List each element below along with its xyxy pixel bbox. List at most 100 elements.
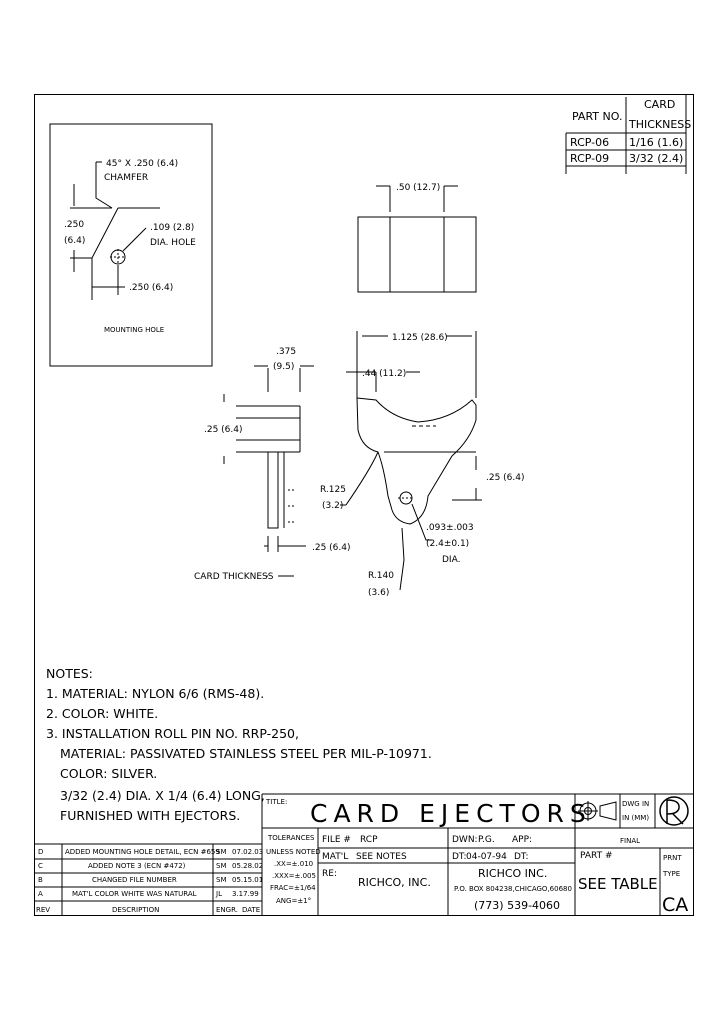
r140-label: R.140 xyxy=(368,571,394,581)
re-value: RICHCO, INC. xyxy=(358,876,431,889)
mounting-hole-caption: MOUNTING HOLE xyxy=(104,326,164,334)
hole-label-1: .109 (2.8) xyxy=(150,223,194,233)
company-address: P.O. BOX 804238,CHICAGO,60680 xyxy=(454,885,572,893)
company-name: RICHCO INC. xyxy=(478,867,547,880)
file-value: RCP xyxy=(360,835,378,845)
hole-label-2: DIA. HOLE xyxy=(150,238,196,248)
rev-row-1-date: 07.02.03 xyxy=(232,848,263,856)
rev-row-2-rev: C xyxy=(38,862,43,870)
part-row-2-thickness: 3/32 (2.4) xyxy=(629,152,683,165)
title-block-grid xyxy=(262,793,694,916)
part-table xyxy=(565,95,687,174)
r125-mm-label: (3.2) xyxy=(322,501,343,511)
drawing-sheet xyxy=(34,94,694,916)
rev-row-2-engr: SM xyxy=(216,862,226,870)
mh-height-in: .250 xyxy=(64,220,84,230)
card-thickness-label: CARD THICKNESS xyxy=(194,572,274,582)
mh-width-label: .250 (6.4) xyxy=(129,283,173,293)
dim-25-bottom: .25 (6.4) xyxy=(312,543,351,553)
dwn-label: DWN: xyxy=(452,835,478,845)
rev-row-1-rev: D xyxy=(38,848,43,856)
tolerance-line-3: .XX=±.010 xyxy=(274,860,313,868)
dt-label: DT: xyxy=(452,852,466,862)
tolerance-line-1: TOLERANCES xyxy=(267,834,315,842)
rev-row-4-engr: JL xyxy=(215,890,222,898)
note-line-7: FURNISHED WITH EJECTORS. xyxy=(60,808,240,823)
drawing-title: CARD EJECTORS xyxy=(310,799,592,828)
matl-value: SEE NOTES xyxy=(356,852,407,862)
side-view xyxy=(223,365,314,577)
print-type-label-2: TYPE xyxy=(662,870,680,878)
part-row-2-part: RCP-09 xyxy=(570,152,609,165)
company-phone: (773) 539-4060 xyxy=(474,899,560,912)
rev-row-1-desc: ADDED MOUNTING HOLE DETAIL, ECN #659 xyxy=(65,848,220,856)
mounting-hole-box xyxy=(49,123,213,367)
title-label: TITLE: xyxy=(265,798,287,806)
tolerance-line-5: FRAC=±1/64 xyxy=(270,884,316,892)
hole-dim-3: DIA. xyxy=(442,555,460,565)
part-row-1-thickness: 1/16 (1.6) xyxy=(629,136,683,149)
final-label: FINAL xyxy=(620,837,640,845)
projection-symbol-icon xyxy=(578,801,617,821)
mh-height-mm: (6.4) xyxy=(64,236,85,246)
rev-row-3-desc: CHANGED FILE NUMBER xyxy=(92,876,177,884)
rev-header-desc: DESCRIPTION xyxy=(112,906,159,914)
rev-row-3-date: 05.15.01 xyxy=(232,876,263,884)
dim-44-label: .44 (11.2) xyxy=(362,369,406,379)
hole-dim-1: .093±.003 xyxy=(426,523,474,533)
note-line-2: 2. COLOR: WHITE. xyxy=(46,706,158,721)
re-label: RE: xyxy=(322,869,337,879)
dwg-in-label-1: DWG IN xyxy=(622,800,649,808)
file-label: FILE # xyxy=(322,835,351,845)
tolerance-line-4: .XXX=±.005 xyxy=(272,872,316,880)
chamfer-label-1: 45° X .250 (6.4) xyxy=(106,159,178,169)
r125-label: R.125 xyxy=(320,485,346,495)
part-number-value: SEE TABLE xyxy=(578,875,658,893)
rev-header-date: DATE xyxy=(242,906,260,914)
rev-row-4-desc: MAT'L COLOR WHITE WAS NATURAL xyxy=(72,890,197,898)
rev-row-4-date: 3.17.99 xyxy=(232,890,259,898)
tolerance-line-6: ANG=±1° xyxy=(276,897,311,905)
part-no-header: PART NO. xyxy=(572,110,622,123)
revision-table xyxy=(34,794,263,916)
rev-row-2-desc: ADDED NOTE 3 (ECN #472) xyxy=(88,862,186,870)
thickness-header: THICKNESS xyxy=(628,118,691,131)
note-line-6: 3/32 (2.4) DIA. X 1/4 (6.4) LONG, xyxy=(60,788,265,803)
hole-dim-2: (2.4±0.1) xyxy=(426,539,469,549)
dwn-value: P.G. xyxy=(478,835,495,845)
rev-header-rev: REV xyxy=(36,906,50,914)
note-line-5: COLOR: SILVER. xyxy=(60,766,157,781)
richco-logo-icon xyxy=(659,796,689,826)
part-number-label: PART # xyxy=(580,851,613,861)
rev-row-4-rev: A xyxy=(38,890,43,898)
part-row-1-part: RCP-06 xyxy=(570,136,609,149)
front-view xyxy=(340,331,482,591)
dt-value: 04-07-94 xyxy=(466,852,507,862)
card-header: CARD xyxy=(644,98,675,111)
notes-heading: NOTES: xyxy=(46,666,93,681)
top-width-label: .50 (12.7) xyxy=(396,183,440,193)
dim-375: .375 xyxy=(276,347,296,357)
chamfer-label-2: CHAMFER xyxy=(104,173,148,183)
rev-row-1-engr: SM xyxy=(216,848,226,856)
print-type-label-1: PRNT xyxy=(663,854,682,862)
note-line-3: 3. INSTALLATION ROLL PIN NO. RRP-250, xyxy=(46,726,299,741)
dt-suffix: DT: xyxy=(514,852,528,862)
dim-25-right: .25 (6.4) xyxy=(486,473,525,483)
note-line-1: 1. MATERIAL: NYLON 6/6 (RMS-48). xyxy=(46,686,264,701)
rev-row-2-date: 05.28.02 xyxy=(232,862,263,870)
mounting-hole-drawing xyxy=(70,161,160,300)
matl-label: MAT'L xyxy=(322,852,348,862)
tolerance-line-2: UNLESS NOTED xyxy=(266,848,321,856)
overall-width-label: 1.125 (28.6) xyxy=(392,333,448,343)
note-line-4: MATERIAL: PASSIVATED STAINLESS STEEL PER… xyxy=(60,746,432,761)
print-type-value: CA xyxy=(662,894,688,916)
top-view xyxy=(357,185,477,293)
r140-mm-label: (3.6) xyxy=(368,588,389,598)
rev-row-3-rev: B xyxy=(38,876,43,884)
rev-header-engr: ENGR. xyxy=(216,906,238,914)
dim-375-mm: (9.5) xyxy=(273,362,294,372)
dim-25-left: .25 (6.4) xyxy=(204,425,243,435)
rev-row-3-engr: SM xyxy=(216,876,226,884)
